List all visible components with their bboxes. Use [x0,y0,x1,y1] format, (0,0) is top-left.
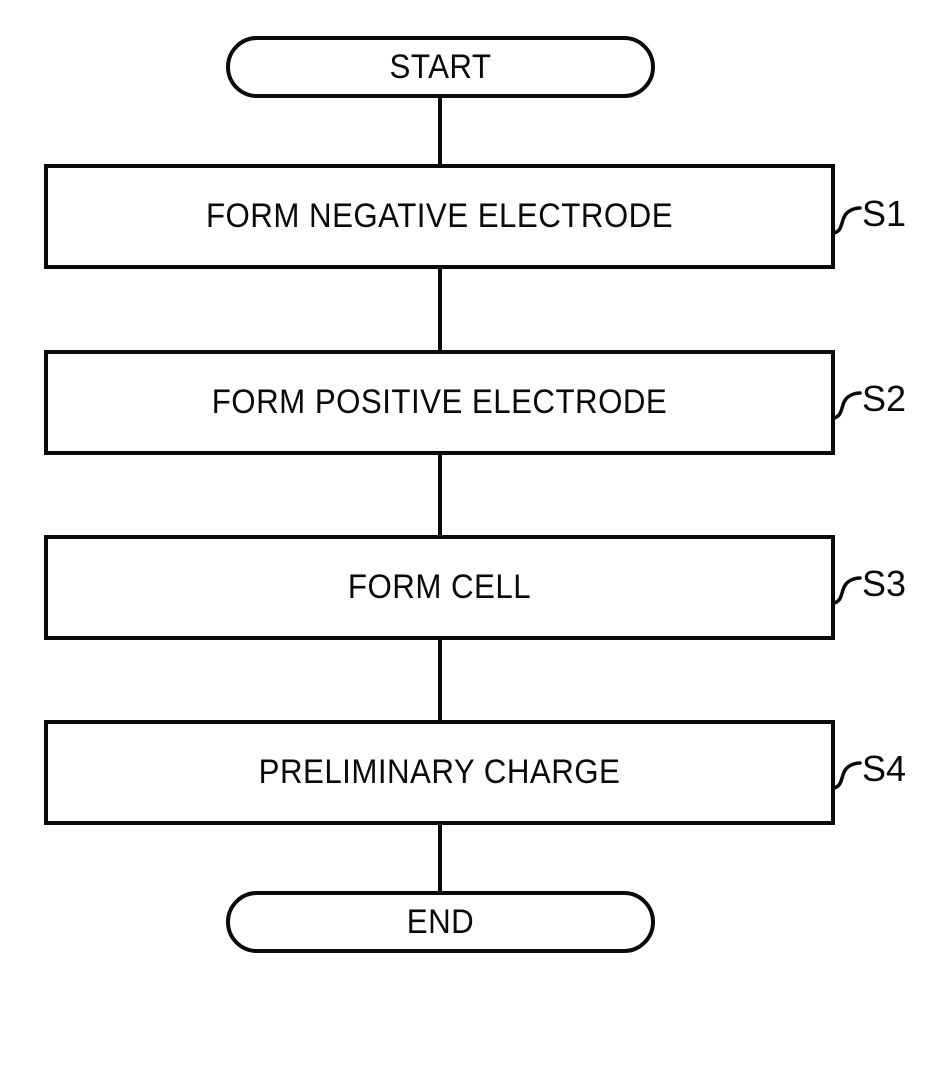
node-s3-label: FORM CELL [347,568,532,606]
step-label-s2: S2 [862,378,907,419]
node-end-shape[interactable] [226,891,655,953]
leader-line-s4 [831,761,862,790]
node-end-label: END [406,902,475,941]
step-label-s4: S4 [862,748,907,789]
node-s2-shape[interactable] [44,350,835,455]
node-s4-label: PRELIMINARY CHARGE [258,753,621,791]
node-s3-shape[interactable] [44,535,835,640]
node-s1-shape[interactable] [44,164,835,269]
leader-line-s2 [831,391,862,420]
node-s1-label: FORM NEGATIVE ELECTRODE [205,197,674,235]
leader-line-s3 [831,576,862,605]
step-label-s3: S3 [862,563,907,604]
step-label-s1: S1 [862,193,907,234]
node-s4-shape[interactable] [44,720,835,825]
node-s2-label: FORM POSITIVE ELECTRODE [211,383,668,421]
leader-line-s1 [831,206,862,235]
node-start-label: START [389,47,492,86]
